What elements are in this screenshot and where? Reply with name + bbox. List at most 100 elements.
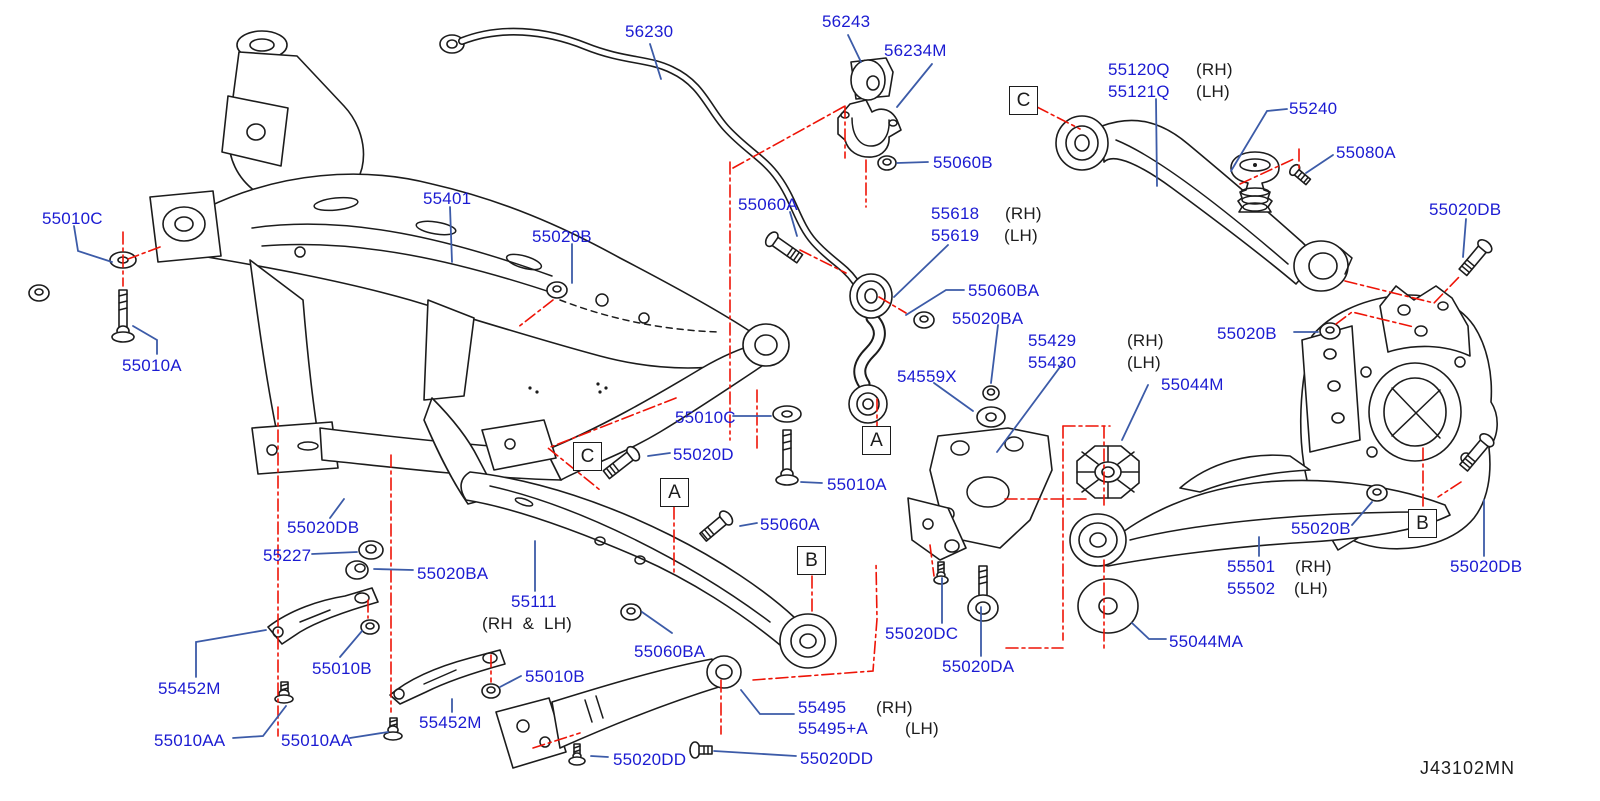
leader-polyline xyxy=(373,568,414,571)
part-number-label-41: 55502 xyxy=(1227,579,1276,598)
bracket-55452M-mid xyxy=(389,649,506,705)
redline-polyline xyxy=(127,246,161,260)
screw-55020DC xyxy=(933,561,949,585)
note-label-40: (RH) xyxy=(1295,557,1332,576)
part-number-label-45: 55010B xyxy=(312,659,372,678)
leader-polyline xyxy=(1305,154,1334,174)
part-number-label-3: 55120Q xyxy=(1108,60,1170,79)
leader-polyline xyxy=(905,289,965,316)
redline-polyline xyxy=(546,397,677,491)
part-number-label-34: 55227 xyxy=(263,546,312,565)
nut-55020BA-top xyxy=(982,385,1000,401)
stabilizer-bar xyxy=(439,27,876,299)
nut-55060BA-top xyxy=(913,311,935,329)
rear-axle-knuckle xyxy=(1299,285,1498,551)
nut-55010B-mid xyxy=(481,683,501,699)
leader-polyline xyxy=(449,206,453,263)
leader-polyline xyxy=(1230,108,1288,172)
part-number-label-17: 55010C xyxy=(42,209,103,228)
note-label-26: (LH) xyxy=(1127,353,1161,372)
rear-lower-arm xyxy=(1069,454,1451,567)
leader-polyline xyxy=(329,498,345,519)
nut-55010B-left xyxy=(360,619,380,635)
part-number-label-36: 55111 xyxy=(511,592,557,611)
note-label-37: (RH & LH) xyxy=(482,614,573,633)
part-number-label-39: 55501 xyxy=(1227,557,1276,576)
leader-polyline xyxy=(896,63,933,108)
part-number-label-53: 55044MA xyxy=(1169,632,1244,651)
part-number-label-58: 55020DD xyxy=(613,750,687,769)
note-label-6: (LH) xyxy=(1196,82,1230,101)
part-number-label-54: 55495 xyxy=(798,698,847,717)
part-number-label-52: 55020DA xyxy=(942,657,1015,676)
note-label-57: (LH) xyxy=(905,719,939,738)
screw-55020DD-right xyxy=(689,741,713,759)
nut-55020B-right xyxy=(1319,322,1341,340)
part-number-label-38: 55020B xyxy=(1291,519,1351,538)
leader-polyline xyxy=(311,551,358,555)
bolt-55010A-mid xyxy=(775,429,799,486)
washer-55044MA xyxy=(1077,578,1139,634)
redline-polyline xyxy=(732,105,846,169)
note-label-42: (LH) xyxy=(1294,579,1328,598)
bolt-55060A-low xyxy=(699,510,734,542)
leader-polyline xyxy=(73,225,113,263)
ref-box-A-3: A xyxy=(862,426,891,455)
leader-polyline xyxy=(647,452,671,457)
part-number-label-59: 55020DD xyxy=(800,749,874,768)
part-number-label-23: 55429 xyxy=(1028,331,1077,350)
leader-polyline xyxy=(739,522,758,527)
part-number-label-1: 56243 xyxy=(822,12,871,31)
part-number-label-32: 55060A xyxy=(760,515,820,534)
note-label-4: (RH) xyxy=(1196,60,1233,79)
part-number-label-18: 55020B xyxy=(532,227,592,246)
part-number-label-11: 55401 xyxy=(423,189,472,208)
bolt-55020D xyxy=(602,445,641,480)
leader-polyline xyxy=(195,629,267,678)
bolt-55010A-topleft xyxy=(111,289,135,343)
screw-55020DD-left xyxy=(568,743,586,766)
ref-box-C-0: C xyxy=(1009,86,1038,115)
radius-rod xyxy=(495,655,742,769)
leader-polyline xyxy=(933,382,974,412)
leader-polyline xyxy=(996,362,1064,453)
leader-polyline xyxy=(339,630,363,658)
redline-polyline xyxy=(1335,311,1415,328)
part-number-label-13: 55618 xyxy=(931,204,980,223)
part-number-label-43: 55020DB xyxy=(1450,557,1523,576)
redline-polyline xyxy=(1239,157,1297,185)
diagram-code: J43102MN xyxy=(1420,758,1516,778)
leader-polyline xyxy=(800,481,823,484)
washer-55227 xyxy=(358,540,384,560)
redline-polyline xyxy=(1036,106,1081,130)
redline-polyline xyxy=(1344,276,1460,304)
redline-polyline xyxy=(929,544,935,577)
nut-55020B-low xyxy=(1366,484,1388,502)
leader-polyline xyxy=(641,611,673,634)
blue-leader-lines xyxy=(73,34,1485,758)
leader-polyline xyxy=(893,244,949,298)
stabilizer-clamp xyxy=(837,99,902,158)
part-number-label-27: 54559X xyxy=(897,367,957,386)
part-number-label-22: 55010A xyxy=(122,356,182,375)
nut-55020B-topleft xyxy=(546,281,568,299)
ref-box-B-5: B xyxy=(1408,509,1437,538)
spider-washer xyxy=(1076,445,1140,499)
red-reference-lines xyxy=(122,105,1462,749)
nut-topleft xyxy=(28,284,50,302)
leader-polyline xyxy=(1155,98,1158,187)
leader-polyline xyxy=(349,731,389,739)
part-number-label-2: 56234M xyxy=(884,41,947,60)
part-number-label-29: 55010C xyxy=(675,408,736,427)
connector-bracket xyxy=(907,427,1053,561)
part-number-label-19: 55060BA xyxy=(968,281,1040,300)
front-lower-link xyxy=(460,471,837,669)
bolt-55020DA xyxy=(967,565,999,622)
stabilizer-bushing xyxy=(850,57,894,101)
part-number-label-31: 55010A xyxy=(827,475,887,494)
redline-polyline xyxy=(799,249,847,274)
part-number-label-12: 55060A xyxy=(738,195,798,214)
